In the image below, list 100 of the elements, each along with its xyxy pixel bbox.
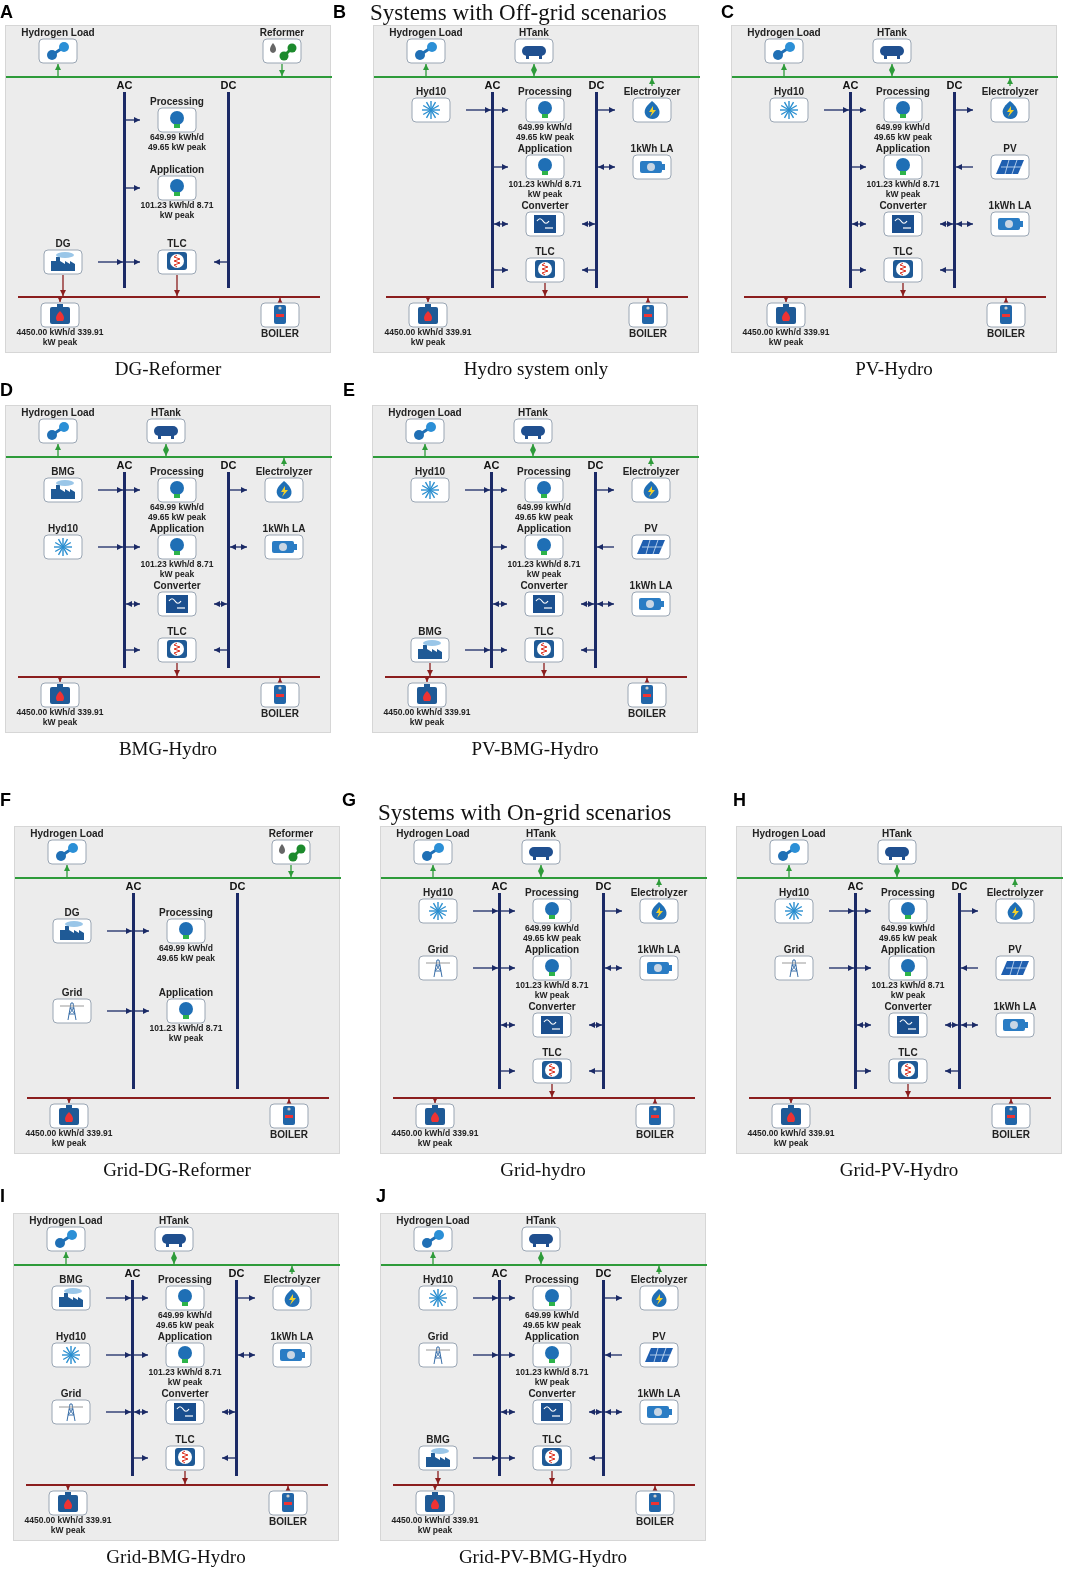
arrow (597, 164, 616, 170)
arrow (588, 1455, 603, 1461)
arrow (134, 1008, 150, 1014)
arrow (134, 928, 150, 934)
component-label: Grid (427, 944, 449, 955)
arrow (851, 221, 867, 227)
arrow (531, 63, 537, 77)
arrow (656, 1265, 662, 1275)
rating-text: 101.23 kWh/d 8.71 kW peak (871, 981, 945, 1000)
bus-line (235, 1280, 238, 1476)
component-label: Converter (528, 1001, 576, 1012)
component-label: HTank (526, 828, 556, 839)
rating-text: 649.99 kWh/d 49.65 kW peak (514, 123, 576, 142)
rating-text: 101.23 kWh/d 8.71 kW peak (508, 180, 582, 199)
arrow (65, 1484, 71, 1491)
component-label: 1kWh LA (629, 580, 673, 591)
bus-line (953, 92, 956, 288)
component-label: Application (875, 143, 931, 154)
arrow (432, 1484, 438, 1491)
diagram-panel (731, 25, 1057, 353)
component-label: Electrolyzer (622, 466, 680, 477)
arrow (97, 259, 124, 265)
bus-label: AC (483, 459, 500, 471)
rating-text: 649.99 kWh/d 49.65 kW peak (155, 944, 217, 963)
arrow (106, 1008, 133, 1014)
arrow (171, 1251, 177, 1265)
arrow (97, 544, 124, 550)
arrow (430, 864, 436, 878)
arrow (465, 107, 492, 113)
component-label: BMG (51, 466, 75, 477)
arrow (781, 63, 787, 77)
component-label: Grid (783, 944, 805, 955)
rating-text: 649.99 kWh/d 49.65 kW peak (877, 924, 939, 943)
component-label: Processing (881, 887, 935, 898)
arrow (464, 487, 491, 493)
arrow (500, 908, 516, 914)
arrow (472, 908, 499, 914)
bus-line (227, 92, 230, 288)
component-label: 1kWh LA (993, 1001, 1037, 1012)
panel-caption: Hydro system only (463, 358, 609, 380)
arrow (163, 443, 169, 457)
component-label: Hydrogen Load (21, 27, 95, 38)
component-label: BOILER (261, 708, 299, 719)
rating-text: 101.23 kWh/d 8.71 kW peak (149, 1024, 223, 1043)
component-label: HTank (519, 27, 549, 38)
component-label: Grid (61, 987, 83, 998)
arrow (783, 296, 789, 303)
component-label: BMG (418, 626, 442, 637)
arrow (125, 259, 141, 265)
arrow (900, 282, 906, 297)
component-label: PV (1008, 944, 1022, 955)
component-label: PV (644, 523, 658, 534)
arrow (133, 1352, 149, 1358)
bus-label: DC (595, 1267, 612, 1279)
arrow (960, 908, 979, 914)
bus-line (26, 1484, 328, 1486)
component-label: BOILER (992, 1129, 1030, 1140)
component-label: BOILER (636, 1516, 674, 1527)
component-label: BOILER (270, 1129, 308, 1140)
component-label: Hydrogen Load (396, 828, 470, 839)
arrow (133, 1455, 149, 1461)
component-label: Application (516, 523, 572, 534)
arrow (97, 487, 124, 493)
component-label: Processing (876, 86, 930, 97)
arrow (125, 647, 141, 653)
bus-line (498, 1280, 501, 1476)
component-label: BOILER (629, 328, 667, 339)
component-label: PV (1003, 143, 1017, 154)
component-label: Converter (520, 580, 568, 591)
component-label: HTank (882, 828, 912, 839)
arrow (106, 928, 133, 934)
component-label: Hyd10 (48, 523, 78, 534)
arrow (493, 107, 509, 113)
panel-letter: I (0, 1186, 5, 1206)
section-heading: Systems with Off-grid scenarios (370, 0, 667, 26)
arrow (423, 63, 429, 77)
bus-label: AC (491, 1267, 508, 1279)
rating-text: 649.99 kWh/d 49.65 kW peak (872, 123, 934, 142)
rating-text: 4450.00 kWh/d 339.91 kW peak (741, 328, 831, 347)
component-label: Hydrogen Load (388, 407, 462, 418)
component-label: Converter (884, 1001, 932, 1012)
component-label: DG (64, 907, 80, 918)
component-label: Electrolyzer (986, 887, 1044, 898)
rating-text: 101.23 kWh/d 8.71 kW peak (148, 1368, 222, 1387)
rating-text: 4450.00 kWh/d 339.91 kW peak (23, 1516, 113, 1535)
arrow (588, 1022, 603, 1028)
arrow (279, 63, 285, 77)
arrow (464, 647, 491, 653)
arrow (644, 677, 650, 684)
arrow (105, 1409, 132, 1415)
arrow (492, 544, 508, 550)
bus-label: AC (491, 880, 508, 892)
arrow (786, 864, 792, 878)
bus-line (732, 76, 1058, 78)
arrow (823, 107, 850, 113)
arrow (500, 965, 516, 971)
rating-text: 101.23 kWh/d 8.71 kW peak (140, 560, 214, 579)
arrow (596, 544, 615, 550)
rating-text: 649.99 kWh/d 49.65 kW peak (146, 133, 208, 152)
arrow (493, 164, 509, 170)
